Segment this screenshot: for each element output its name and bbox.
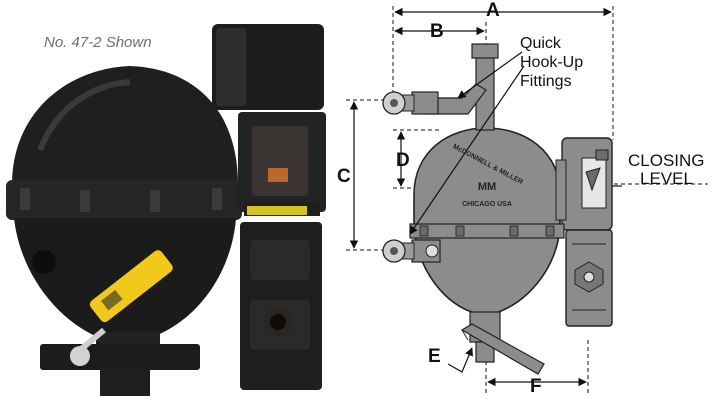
- body-city: CHICAGO USA: [462, 201, 512, 208]
- upper-hookup-fitting: [382, 91, 439, 115]
- flange-band: [6, 180, 242, 220]
- dim-label-d: D: [396, 150, 410, 171]
- body-logo: MM: [478, 181, 496, 193]
- leader-lower-fitting: [409, 65, 525, 235]
- drawing-valve-handle: [460, 323, 545, 375]
- leader-upper-fitting: [457, 51, 523, 99]
- closing-line-2: LEVEL: [640, 169, 693, 188]
- fittings-line-2: Hook-Up: [520, 54, 584, 71]
- float-chamber-dome: [12, 66, 238, 185]
- drawing-float-chamber: [413, 127, 561, 315]
- fittings-line-1: Quick: [520, 35, 561, 52]
- closing-level-callout: CLOSING LEVEL: [628, 152, 705, 188]
- dim-label-b: B: [430, 21, 444, 42]
- closing-line-1: CLOSING: [628, 151, 705, 170]
- fittings-callout: Quick Hook-Up Fittings: [520, 34, 583, 91]
- dim-label-a: A: [486, 0, 500, 21]
- fittings-line-3: Fittings: [520, 73, 572, 90]
- switch-label: [247, 206, 307, 215]
- valve-handle: [89, 250, 173, 323]
- dim-label-c: C: [337, 166, 351, 187]
- dim-label-f: F: [530, 376, 542, 397]
- leader-e: [447, 347, 473, 373]
- photo-caption: No. 47-2 Shown: [44, 34, 152, 51]
- lower-hookup-fitting: [382, 239, 441, 263]
- dim-label-e: E: [428, 346, 441, 367]
- product-photo: [6, 24, 326, 396]
